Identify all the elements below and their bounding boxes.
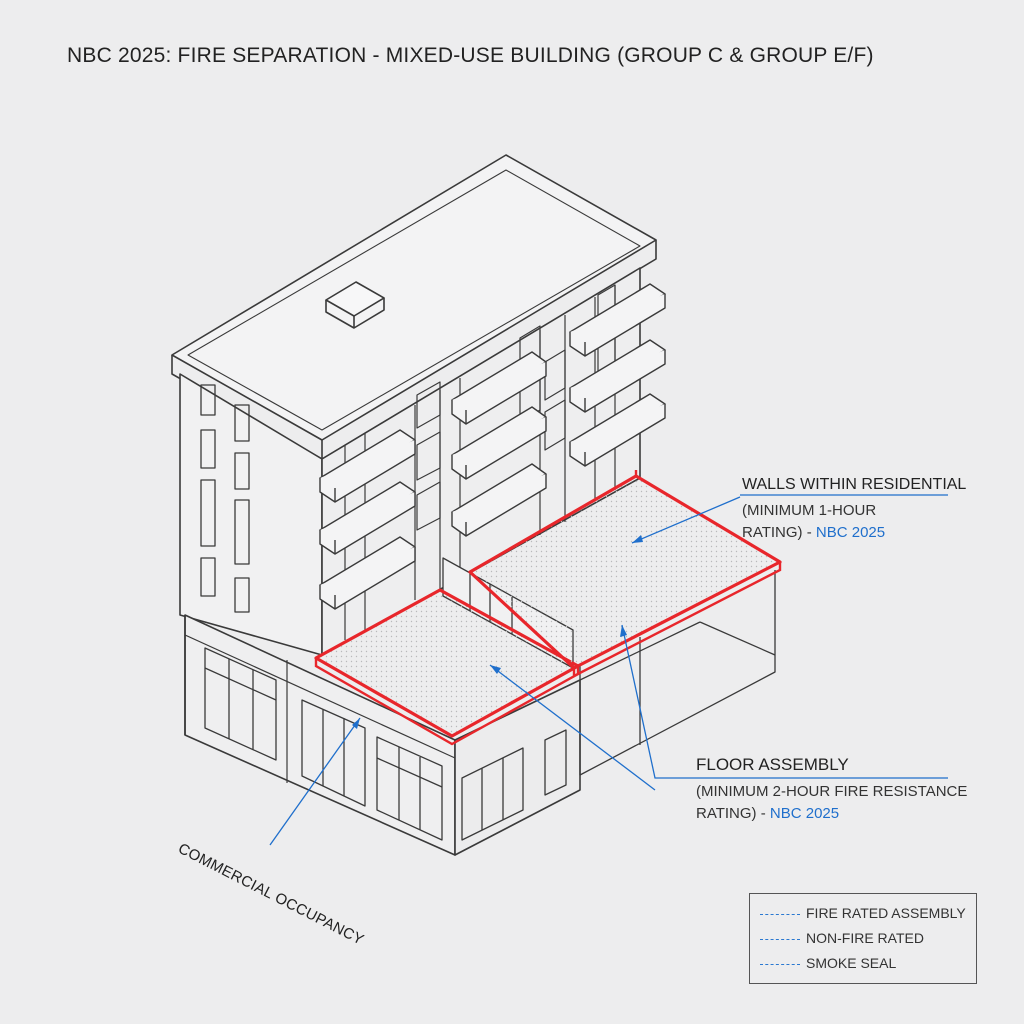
legend: FIRE RATED ASSEMBLY NON-FIRE RATED SMOKE… <box>749 893 977 984</box>
podium-front-face <box>454 679 581 856</box>
balcony <box>451 351 547 425</box>
legend-label: FIRE RATED ASSEMBLY <box>806 905 966 921</box>
diagram-title: NBC 2025: FIRE SEPARATION - MIXED-USE BU… <box>67 44 874 67</box>
legend-label: SMOKE SEAL <box>806 955 897 971</box>
balcony <box>569 339 666 413</box>
door <box>544 729 567 796</box>
balcony <box>451 406 547 480</box>
floor-rating: RATING) - <box>696 805 766 822</box>
walls-rating-line: RATING) - NBC 2025 <box>742 522 966 544</box>
dashed-line-icon <box>760 913 800 915</box>
walls-detail: (MINIMUM 1-HOUR <box>742 502 877 519</box>
balcony <box>319 429 416 503</box>
balcony <box>319 536 416 610</box>
floor-reference: NBC 2025 <box>769 805 840 822</box>
legend-item-non-fire-rated: NON-FIRE RATED <box>760 930 924 946</box>
floor-detail: (MINIMUM 2-HOUR FIRE RESISTANCE <box>696 783 968 800</box>
balcony <box>569 283 666 357</box>
floor-assembly-right <box>468 470 782 678</box>
floor-annotation: FLOOR ASSEMBLY (MINIMUM 2-HOUR FIRE RESI… <box>696 754 967 825</box>
legend-item-fire-rated: FIRE RATED ASSEMBLY <box>760 905 966 921</box>
legend-item-smoke-seal: SMOKE SEAL <box>760 955 896 971</box>
walls-heading: WALLS WITHIN RESIDENTIAL <box>742 476 967 493</box>
open-frame <box>579 570 776 776</box>
walls-reference: NBC 2025 <box>815 524 886 541</box>
floor-rating-line: RATING) - NBC 2025 <box>696 803 967 825</box>
legend-label: NON-FIRE RATED <box>806 930 924 946</box>
leader-lines <box>269 494 948 846</box>
walls-rating: RATING) - <box>742 524 812 541</box>
tower-left-windows <box>200 384 250 613</box>
balcony <box>451 463 547 537</box>
dashed-line-icon <box>760 963 800 965</box>
walls-annotation: WALLS WITHIN RESIDENTIAL (MINIMUM 1-HOUR… <box>742 474 966 544</box>
rooftop-unit <box>325 281 385 329</box>
dashed-line-icon <box>760 938 800 940</box>
balcony <box>319 481 416 555</box>
storefront-windows <box>204 647 567 841</box>
balconies <box>319 283 666 610</box>
balcony <box>569 393 666 467</box>
floor-heading: FLOOR ASSEMBLY <box>696 755 849 774</box>
